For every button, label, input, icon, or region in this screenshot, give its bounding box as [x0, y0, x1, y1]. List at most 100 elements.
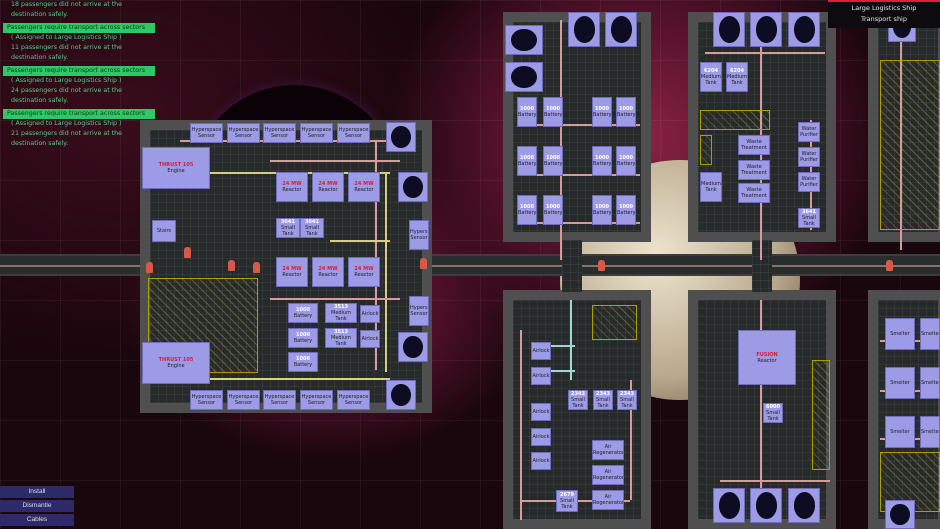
thruster[interactable]	[788, 12, 820, 47]
waste-treatment[interactable]: Waste Treatment	[738, 183, 770, 203]
smelter[interactable]: Smelter	[920, 416, 940, 448]
waste-treatment[interactable]: Waste Treatment	[738, 160, 770, 180]
airlock[interactable]: Airlock	[531, 428, 551, 446]
notification[interactable]: Passengers require transport across sect…	[3, 109, 155, 149]
crew-member[interactable]	[598, 260, 605, 271]
stairs[interactable]: Stairs	[152, 220, 176, 242]
storage-zone[interactable]	[592, 305, 637, 340]
cables-button[interactable]: Cables	[0, 514, 74, 526]
hyperspace-sensor[interactable]: Hyperspace Sensor	[337, 123, 370, 143]
crew-member[interactable]	[184, 247, 191, 258]
airlock[interactable]: Airlock	[531, 452, 551, 470]
notification[interactable]: 18 passengers did not arrive at the dest…	[3, 0, 155, 20]
air-regenerator[interactable]: Air Regenerator	[592, 440, 624, 460]
air-regenerator[interactable]: Air Regenerator	[592, 490, 624, 510]
thruster[interactable]	[750, 488, 782, 523]
medium-tank[interactable]: Medium Tank	[700, 172, 722, 202]
airlock[interactable]: Airlock	[531, 403, 551, 421]
smelter[interactable]: Smelter	[885, 318, 915, 350]
thruster[interactable]	[713, 12, 745, 47]
hyperspace-sensor[interactable]: Hyperspace Sensor	[227, 123, 260, 143]
smelter[interactable]: Smelter	[885, 416, 915, 448]
thruster[interactable]	[386, 380, 416, 410]
hyperspace-sensor[interactable]: Hyperspace Sensor	[227, 390, 260, 410]
crew-member[interactable]	[253, 262, 260, 273]
notification[interactable]: Passengers require transport across sect…	[3, 23, 155, 63]
hyperspace-sensor[interactable]: Hyperspace Sensor	[409, 220, 429, 250]
thruster[interactable]	[568, 12, 600, 47]
hyperspace-sensor[interactable]: Hyperspace Sensor	[190, 390, 223, 410]
hyperspace-sensor[interactable]: Hyperspace Sensor	[300, 123, 333, 143]
crew-member[interactable]	[228, 260, 235, 271]
thruster[interactable]	[750, 12, 782, 47]
storage-zone[interactable]	[700, 110, 770, 130]
storage-zone[interactable]	[812, 360, 830, 470]
hyperspace-sensor[interactable]: Hyperspace Sensor	[337, 390, 370, 410]
hyperspace-sensor[interactable]: Hyperspace Sensor	[263, 123, 296, 143]
airlock[interactable]: Airlock	[531, 367, 551, 385]
storage-zone[interactable]	[700, 135, 712, 165]
water-purifier[interactable]: Water Purifier	[798, 147, 820, 167]
storage-zone[interactable]	[880, 60, 940, 230]
smelter[interactable]: Smelter	[920, 318, 940, 350]
water-purifier[interactable]: Water Purifier	[798, 122, 820, 142]
thruster[interactable]	[788, 488, 820, 523]
notification[interactable]: Passengers require transport across sect…	[3, 66, 155, 106]
thruster[interactable]	[398, 172, 428, 202]
thruster[interactable]	[505, 25, 543, 55]
thruster[interactable]	[398, 332, 428, 362]
smelter[interactable]: Smelter	[885, 367, 915, 399]
thruster[interactable]	[386, 122, 416, 152]
crew-member[interactable]	[886, 260, 893, 271]
airlock[interactable]: Airlock	[360, 305, 380, 323]
hyperspace-sensor[interactable]: Hyperspace Sensor	[263, 390, 296, 410]
airlock[interactable]: Airlock	[531, 342, 551, 360]
hyperspace-sensor[interactable]: Hyperspace Sensor	[409, 296, 429, 326]
waste-treatment[interactable]: Waste Treatment	[738, 135, 770, 155]
crew-member[interactable]	[146, 262, 153, 273]
thruster[interactable]	[713, 488, 745, 523]
airlock[interactable]: Airlock	[360, 330, 380, 348]
install-button[interactable]: Install	[0, 486, 74, 498]
air-regenerator[interactable]: Air Regenerator	[592, 465, 624, 485]
smelter[interactable]: Smelter	[920, 367, 940, 399]
water-purifier[interactable]: Water Purifier	[798, 172, 820, 192]
crew-member[interactable]	[420, 258, 427, 269]
dismantle-button[interactable]: Dismantle	[0, 500, 74, 512]
thruster[interactable]	[505, 62, 543, 92]
hyperspace-sensor[interactable]: Hyperspace Sensor	[190, 123, 223, 143]
